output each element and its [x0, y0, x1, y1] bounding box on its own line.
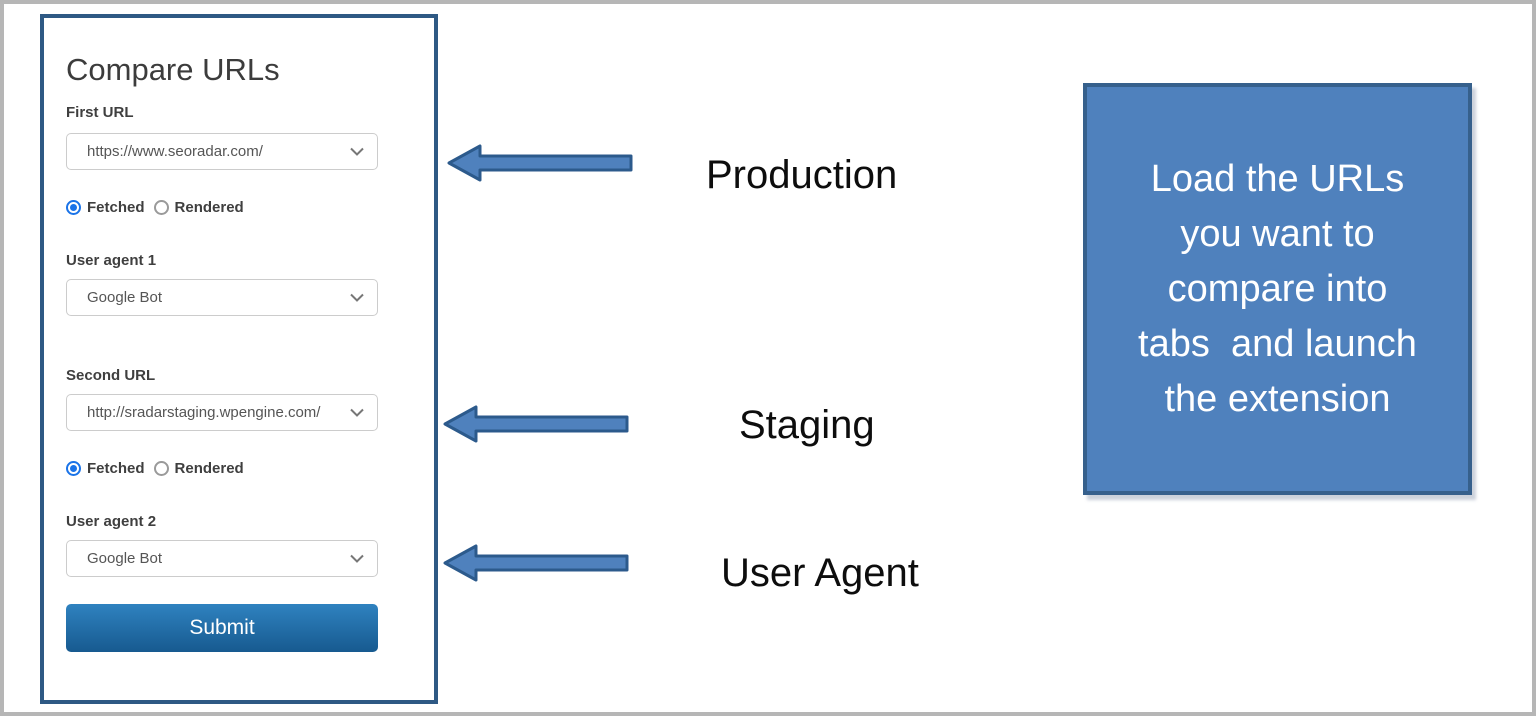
- first-url-label: First URL: [66, 104, 134, 121]
- callout-line: the extension: [1164, 377, 1391, 420]
- staging-label: Staging: [739, 403, 875, 447]
- compare-urls-panel: Compare URLs First URL https://www.seora…: [40, 14, 438, 704]
- left-arrow-staging-icon: [443, 405, 629, 443]
- second-url-select[interactable]: http://sradarstaging.wpengine.com/: [66, 394, 378, 431]
- radio-fetched-2-label: Fetched: [87, 460, 145, 477]
- first-url-select[interactable]: https://www.seoradar.com/: [66, 133, 378, 170]
- radio-fetched-1[interactable]: [66, 200, 81, 215]
- second-url-value: http://sradarstaging.wpengine.com/: [87, 404, 321, 421]
- render-mode-group-2: Fetched Rendered: [66, 460, 253, 477]
- callout-box: Load the URLs you want to compare into t…: [1083, 83, 1472, 495]
- chevron-down-icon: [350, 293, 364, 302]
- first-url-value: https://www.seoradar.com/: [87, 143, 263, 160]
- radio-fetched-1-label: Fetched: [87, 199, 145, 216]
- render-mode-group-1: Fetched Rendered: [66, 199, 253, 216]
- callout-line: you want to: [1180, 212, 1375, 255]
- second-url-label: Second URL: [66, 367, 156, 384]
- user-agent-1-value: Google Bot: [87, 289, 163, 306]
- radio-fetched-2[interactable]: [66, 461, 81, 476]
- callout-line: Load the URLs: [1150, 157, 1405, 200]
- radio-rendered-1-label: Rendered: [174, 199, 244, 216]
- user-agent-2-select[interactable]: Google Bot: [66, 540, 378, 577]
- callout-line: tabs and launch: [1138, 322, 1417, 365]
- chevron-down-icon: [350, 147, 364, 156]
- submit-button[interactable]: Submit: [66, 604, 378, 652]
- user-agent-2-value: Google Bot: [87, 550, 163, 567]
- production-label: Production: [706, 153, 898, 197]
- left-arrow-production-icon: [447, 144, 633, 182]
- user-agent-1-label: User agent 1: [66, 252, 157, 269]
- left-arrow-user-agent-icon: [443, 544, 629, 582]
- chevron-down-icon: [350, 554, 364, 563]
- page-title: Compare URLs: [66, 52, 280, 87]
- user-agent-label: User Agent: [721, 551, 919, 595]
- chevron-down-icon: [350, 408, 364, 417]
- callout-line: compare into: [1167, 267, 1388, 310]
- radio-rendered-1[interactable]: [153, 200, 169, 215]
- user-agent-1-select[interactable]: Google Bot: [66, 279, 378, 316]
- radio-rendered-2-label: Rendered: [174, 460, 244, 477]
- radio-rendered-2[interactable]: [153, 461, 169, 476]
- user-agent-2-label: User agent 2: [66, 513, 157, 530]
